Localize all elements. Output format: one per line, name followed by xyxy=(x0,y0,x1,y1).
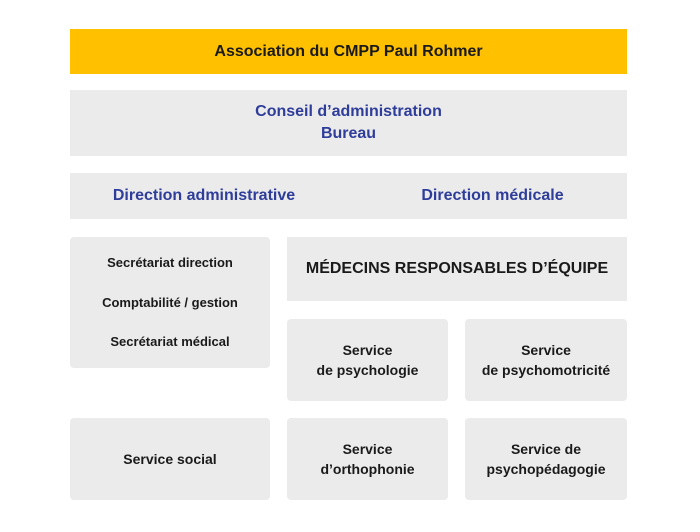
service-orthophonie-line1: Service xyxy=(342,441,393,457)
service-psychomotricite-line1: Service xyxy=(521,342,571,358)
directions-row: Direction administrative Direction médic… xyxy=(70,173,627,219)
secretariat-medical-label: Secrétariat médical xyxy=(110,334,230,349)
direction-medicale-label: Direction médicale xyxy=(421,187,564,204)
organization-title: Association du CMPP Paul Rohmer xyxy=(214,42,483,60)
direction-administrative-label: Direction administrative xyxy=(112,187,296,204)
secretariat-direction-label: Secrétariat direction xyxy=(107,255,233,270)
service-psychologie-line2: de psychologie xyxy=(316,362,419,378)
service-social-label: Service social xyxy=(123,451,217,467)
board-council-label: Conseil d’administration xyxy=(255,103,442,120)
medecins-responsables-box: MÉDECINS RESPONSABLES D’ÉQUIPE xyxy=(287,237,627,301)
service-orthophonie-box: Service d’orthophonie xyxy=(287,418,448,500)
service-psychologie-line1: Service xyxy=(342,342,393,358)
service-psychopedagogie-line2: psychopédagogie xyxy=(486,461,606,477)
admin-services-box: Secrétariat direction Comptabilité / ges… xyxy=(70,237,270,368)
board-bureau-label: Bureau xyxy=(320,125,377,142)
medecins-responsables-label: MÉDECINS RESPONSABLES D’ÉQUIPE xyxy=(305,260,609,277)
service-psychopedagogie-line1: Service de xyxy=(510,441,582,457)
service-psychomotricite-box: Service de psychomotricité xyxy=(465,319,627,401)
service-social-box: Service social xyxy=(70,418,270,500)
comptabilite-gestion-label: Comptabilité / gestion xyxy=(102,294,238,310)
service-psychopedagogie-box: Service de psychopédagogie xyxy=(465,418,627,500)
service-orthophonie-line2: d’orthophonie xyxy=(320,461,415,477)
organization-title-bar: Association du CMPP Paul Rohmer xyxy=(70,29,627,74)
service-psychomotricite-line2: de psychomotricité xyxy=(481,362,611,378)
board-box: Conseil d’administration Bureau xyxy=(70,90,627,156)
service-psychologie-box: Service de psychologie xyxy=(287,319,448,401)
